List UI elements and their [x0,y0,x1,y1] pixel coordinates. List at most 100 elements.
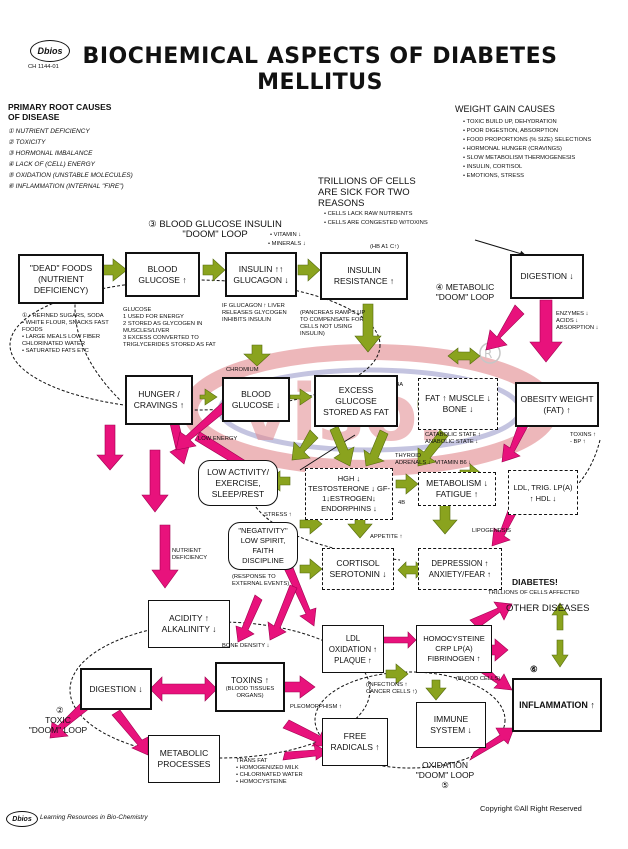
minerals-label: • MINERALS ↓ [268,241,306,247]
acidity-text: ACIDITY ↑ ALKALINITY ↓ [161,613,217,634]
svg-text:R: R [484,347,492,361]
digestion-top-text: DIGESTION ↓ [520,271,574,281]
insulin-glucagon-text: INSULIN ↑↑ GLUCAGON ↓ [233,263,289,285]
brand-logo: Dbios [30,40,70,62]
glucose-uses-note: GLUCOSE 1 USED FOR ENERGY 2 STORED AS GL… [123,307,216,348]
cortisol-box: CORTISOL SEROTONIN ↓ [322,548,394,590]
loop3-label: ③ BLOOD GLUCOSE INSULIN "DOOM" LOOP [115,220,315,240]
toxins-text: TOXINS ↑ [230,674,270,685]
document-code: CH 1144-01 [28,64,59,70]
digestion-top-box: DIGESTION ↓ [510,254,584,299]
immune-box: IMMUNE SYSTEM ↓ [416,702,486,748]
loop2-label: TOXIC "DOOM" LOOP [18,715,98,735]
loop5-num: ⑤ [441,780,449,790]
dead-foods-text: "DEAD" FOODS (NUTRIENT DEFICIENCY) [29,262,93,295]
nutrient-deficiency-note: NUTRIENT DEFICIENCY [172,548,208,561]
depression-box: DEPRESSION ↑ ANXIETY/FEAR ↑ [418,548,502,590]
root-cause-item: ⑥ INFLAMMATION (INTERNAL "FIRE") [8,183,124,190]
insulin-resistance-text: INSULIN RESISTANCE ↑ [333,265,395,286]
depression-text: DEPRESSION ↑ ANXIETY/FEAR ↑ [428,559,492,579]
root-cause-item: ② TOXICITY [8,139,46,146]
inflammation-text: INFLAMMATION ↑ [519,699,595,710]
appetite-note: APPETITE ↑ [370,534,403,540]
free-radicals-box: FREE RADICALS ↑ [322,718,388,766]
trans-fat-note: TRANS FAT • HOMOGENIZED MILK • CHLORINAT… [236,758,303,785]
metabolic-processes-text: METABOLIC PROCESSES [157,748,211,769]
fat-muscle-bone-box: FAT ↑ MUSCLE ↓ BONE ↓ [418,378,498,430]
footer-logo: Dbios [6,811,38,827]
weight-gain-item: • EMOTIONS, STRESS [463,173,524,179]
acidity-box: ACIDITY ↑ ALKALINITY ↓ [148,600,230,648]
page-title: BIOCHEMICAL ASPECTS OF DIABETES MELLITUS [70,44,570,96]
bone-density-note: BONE DENSITY ↓ [222,643,270,649]
root-causes-heading-1: PRIMARY ROOT CAUSES [8,102,112,112]
weight-gain-item: • INSULIN, CORTISOL [463,164,523,170]
immune-text: IMMUNE SYSTEM ↓ [430,714,472,735]
page-title-line1: BIOCHEMICAL ASPECTS OF DIABETES [82,44,558,69]
diabetes-label: DIABETES! [512,577,558,587]
vitamin-b6-note: VITAMIN B6 ↓ [435,460,472,466]
insulin-glucagon-box: INSULIN ↑↑ GLUCAGON ↓ [225,252,297,297]
footer-logo-text: Dbios [12,815,32,823]
excess-glucose-box: EXCESS GLUCOSE STORED AS FAT [314,375,398,427]
inflammation-box: INFLAMMATION ↑ [512,678,602,732]
hormones-text: HGH ↓ TESTOSTERONE ↓ GF-1↓ESTROGEN↓ ENDO… [308,474,390,513]
blood-glucose-down-box: BLOOD GLUCOSE ↓ [222,377,290,422]
loop2-num: ② [56,700,64,718]
metabolic-processes-box: METABOLIC PROCESSES [148,735,220,783]
pleomorphism-note: PLEOMORPHISM ↑ [290,704,342,710]
hunger-box: HUNGER / CRAVINGS ↑ [125,375,193,425]
metabolism-text: METABOLISM ↓ FATIGUE ↑ [426,478,488,499]
cells-sick-line2: ARE SICK FOR TWO [318,187,410,198]
trillions-note: TRILLIONS OF CELLS AFFECTED [488,590,580,596]
low-energy-note: LOW ENERGY [198,436,238,442]
negativity-box: "NEGATIVITY" LOW SPIRIT, FAITH DISCIPLIN… [228,522,298,570]
excess-glucose-text: EXCESS GLUCOSE STORED AS FAT [323,384,389,417]
blood-glucose-up-box: BLOOD GLUCOSE ↑ [125,252,200,297]
root-causes-panel: PRIMARY ROOT CAUSES OF DISEASE ① NUTRIEN… [8,102,248,192]
toxins-subtext: (BLOOD TISSUES ORGANS) [225,685,275,699]
vitamin-label: • VITAMIN ↓ [270,232,302,238]
footer-left-text: Learning Resources in Bio-Chemistry [40,814,148,821]
toxins-bp-note: TOXINS ↑ - BP ↑ [570,432,596,445]
glucagon-note: IF GLUCAGON ↑ LIVER RELEASES GLYCOGEN IN… [222,303,287,323]
cortisol-text: CORTISOL SEROTONIN ↓ [329,558,387,579]
loop2-num-text: ② [56,705,64,715]
loop4-line2: "DOOM" LOOP [435,292,495,302]
stress-note: STRESS ↑ [264,512,292,518]
loop5-label: OXIDATION "DOOM" LOOP ⑤ [400,760,490,790]
negativity-text: "NEGATIVITY" LOW SPIRIT, FAITH DISCIPLIN… [238,526,288,565]
fat-muscle-bone-text: FAT ↑ MUSCLE ↓ BONE ↓ [425,393,491,414]
marker-4b: 4b [398,500,406,506]
ldl-trig-box: LDL, TRIG. Lp(a) ↑ HDL ↓ [508,470,578,515]
other-diseases-label: OTHER DISEASES [506,603,590,614]
weight-gain-item: • SLOW METABOLISM THERMOGENESIS [463,155,576,161]
ldl-oxidation-text: LDL OXIDATION ↑ PLAQUE ↑ [328,633,378,665]
enzymes-note: ENZYMES ↓ ACIDS ↓ ABSORPTION ↓ [556,311,599,331]
blood-cells-note: (BLOOD CELLS) [456,676,501,682]
insulin-resistance-box: INSULIN RESISTANCE ↑ [320,252,408,300]
weight-gain-panel: WEIGHT GAIN CAUSES • TOXIC BUILD UP, DEH… [455,104,620,181]
marker-4a: 4a [396,382,404,388]
free-radicals-text: FREE RADICALS ↑ [330,731,380,752]
footer-copyright: Copyright ©All Right Reserved [480,804,582,813]
weight-gain-item: • FOOD PROPORTIONS (% SIZE) SELECTIONS [463,137,592,143]
obesity-box: OBESITY WEIGHT (FAT) ↑ [515,382,599,427]
thyroid-note: THYROID ADRENALS ↓ [395,453,431,466]
metabolism-box: METABOLISM ↓ FATIGUE ↑ [418,472,496,506]
hormones-box: HGH ↓ TESTOSTERONE ↓ GF-1↓ESTROGEN↓ ENDO… [305,468,393,520]
toxins-box: TOXINS ↑ (BLOOD TISSUES ORGANS) [215,662,285,712]
blood-glucose-up-text: BLOOD GLUCOSE ↑ [138,263,187,285]
cells-sick-reason: • CELLS LACK RAW NUTRIENTS [324,211,413,217]
lipogenesis-note: LIPOGENESIS [472,528,511,534]
cells-sick-panel: TRILLIONS OF CELLS ARE SICK FOR TWO REAS… [318,176,468,227]
weight-gain-item: • TOXIC BUILD UP, DEHYDRATION [463,119,557,125]
dead-foods-box: "DEAD" FOODS (NUTRIENT DEFICIENCY) [18,254,104,304]
ldl-trig-text: LDL, TRIG. Lp(a) ↑ HDL ↓ [513,482,573,503]
root-causes-heading-2: OF DISEASE [8,112,60,122]
infections-note: (INFECTIONS ↑ CANCER CELLS ↑) [366,682,417,695]
obesity-text: OBESITY WEIGHT (FAT) ↑ [520,393,594,415]
blood-glucose-down-text: BLOOD GLUCOSE ↓ [231,388,281,410]
digestion-bottom-text: DIGESTION ↓ [89,683,143,694]
loop4-label: ④ METABOLIC "DOOM" LOOP [420,282,510,302]
